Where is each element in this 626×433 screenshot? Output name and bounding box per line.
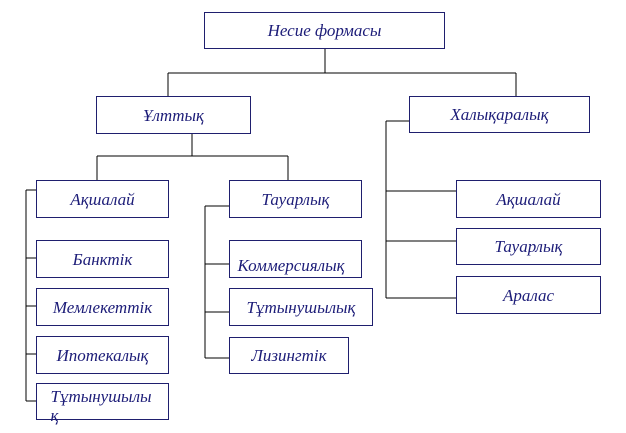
node-state: Мемлекеттік — [36, 288, 169, 326]
node-mortgage-label: Ипотекалық — [56, 345, 149, 365]
node-state-label: Мемлекеттік — [52, 297, 153, 317]
node-consumer-cash: Тұтынушылық — [36, 383, 169, 425]
node-commercial: Коммерсиялық — [229, 240, 362, 278]
node-international-label: Халықаралық — [450, 105, 549, 124]
node-intl-cash-label: Ақшалай — [496, 189, 561, 209]
node-mortgage: Ипотекалық — [36, 336, 169, 374]
node-international: Халықаралық — [409, 96, 590, 133]
node-root: Несие формасы — [204, 12, 445, 49]
node-leasing: Лизингтік — [229, 337, 349, 374]
node-national-commodity-label: Тауарлық — [261, 189, 330, 209]
node-intl-mixed-label: Аралас — [502, 285, 555, 305]
node-national-cash: Ақшалай — [36, 180, 169, 218]
node-intl-cash: Ақшалай — [456, 180, 601, 218]
node-consumer-cash-label: Тұтынушылық — [50, 387, 152, 425]
node-consumer-commodity: Тұтынушылық — [229, 288, 373, 326]
node-national-label: Ұлттық — [143, 105, 204, 125]
node-intl-commodity-label: Тауарлық — [494, 237, 563, 256]
node-national-commodity: Тауарлық — [229, 180, 362, 218]
node-consumer-commodity-label: Тұтынушылық — [246, 297, 356, 317]
node-bank-label: Банктік — [72, 249, 133, 269]
node-national: Ұлттық — [96, 96, 251, 134]
node-bank: Банктік — [36, 240, 169, 278]
node-intl-commodity: Тауарлық — [456, 228, 601, 265]
node-national-cash-label: Ақшалай — [70, 189, 135, 209]
node-commercial-label: Коммерсиялық — [237, 256, 345, 275]
node-root-label: Несие формасы — [267, 21, 382, 40]
node-leasing-label: Лизингтік — [251, 346, 327, 365]
node-intl-mixed: Аралас — [456, 276, 601, 314]
